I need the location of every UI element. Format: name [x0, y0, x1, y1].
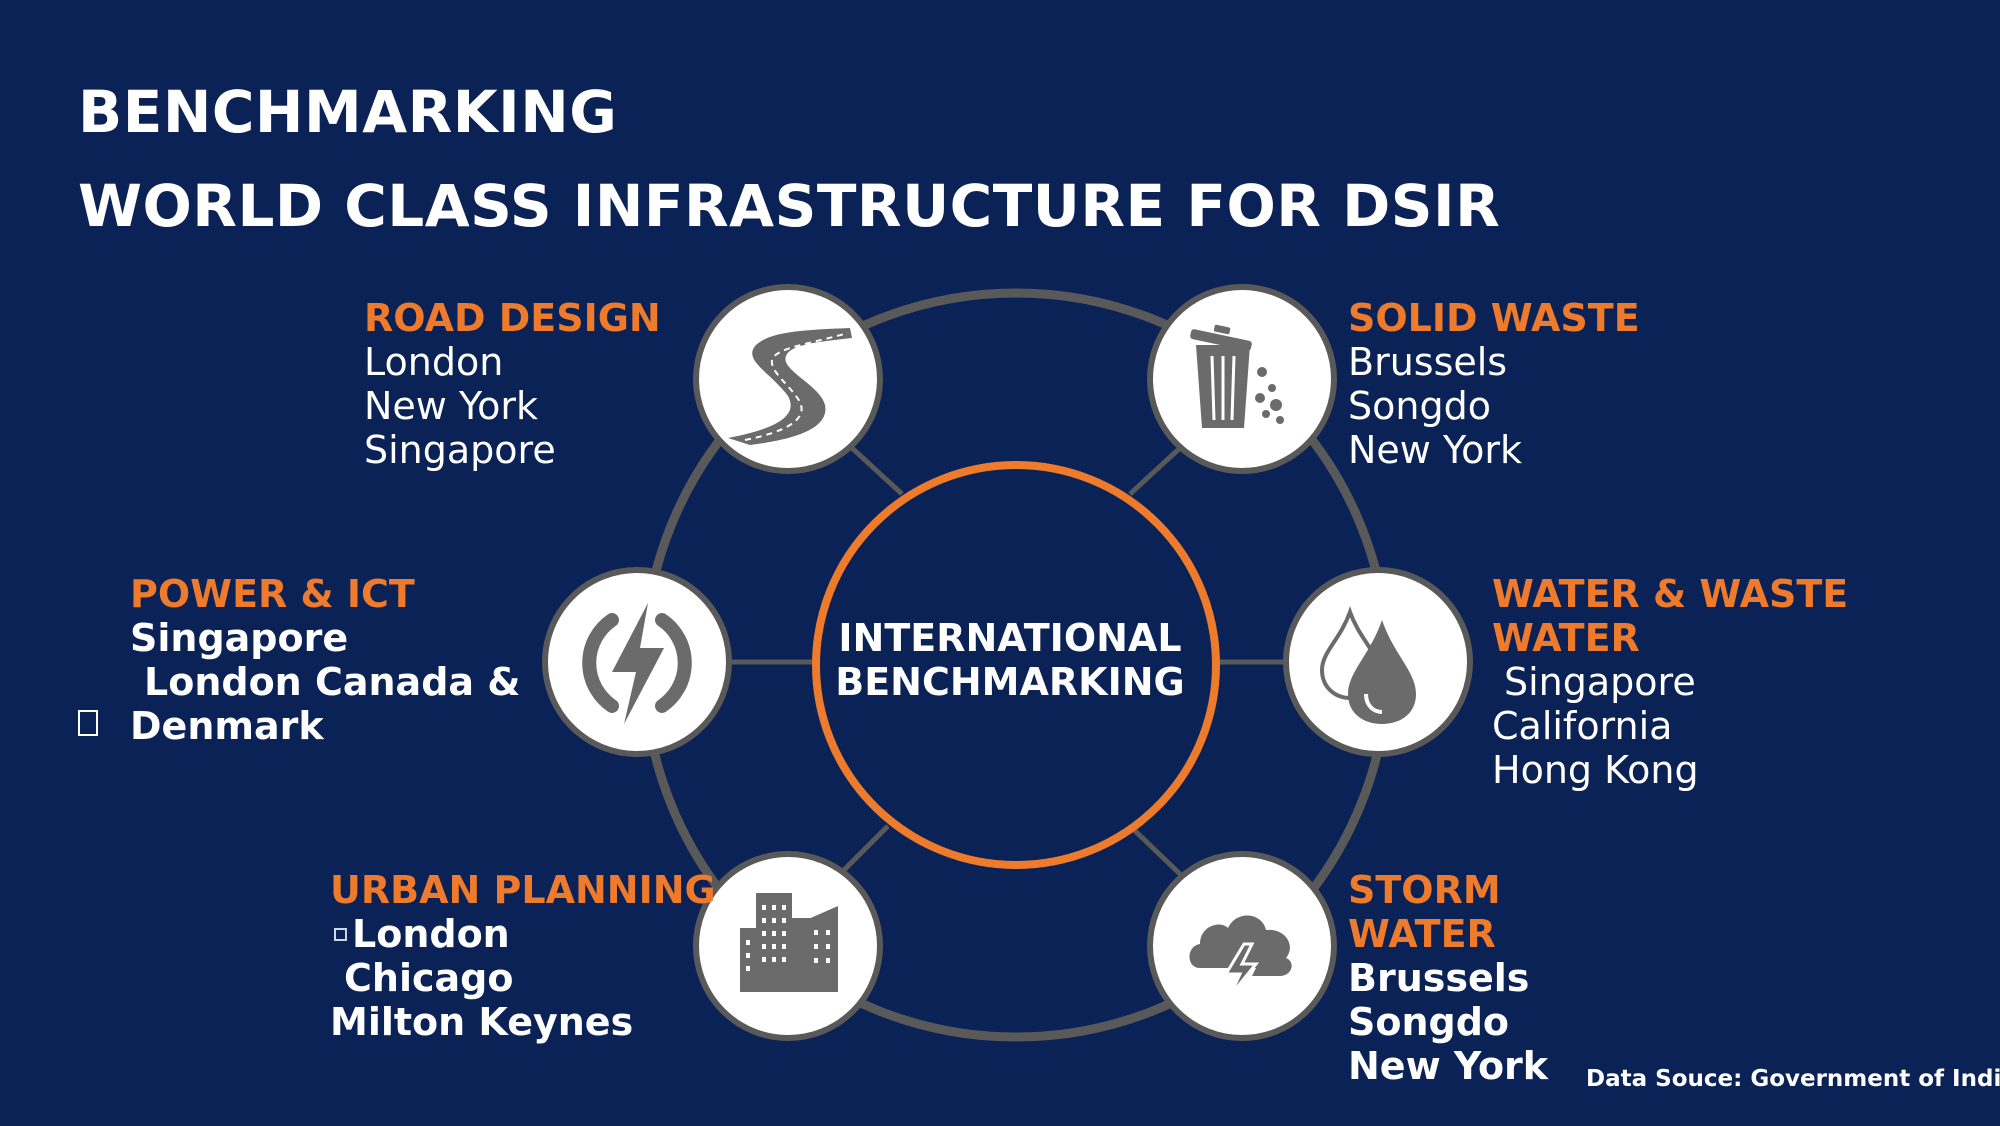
road-design-city: New York [364, 384, 539, 428]
page-title-line-1: BENCHMARKING [78, 78, 618, 146]
bullet-box-icon [78, 710, 98, 736]
solid-waste-city: Songdo [1348, 384, 1491, 428]
road-design-city: Singapore [364, 428, 556, 472]
solid-waste-node [1147, 284, 1337, 474]
water-city: Singapore [1504, 660, 1696, 704]
storm-water-city: Brussels [1348, 956, 1530, 1000]
urban-planning-text: URBAN PLANNING London Chicago Milton Key… [330, 868, 716, 1044]
data-source-note: Data Souce: Government of India [1586, 1066, 2000, 1092]
power-ict-node [542, 567, 732, 757]
road-design-node [693, 284, 883, 474]
solid-waste-heading: SOLID WASTE [1348, 296, 1640, 340]
solid-waste-text: SOLID WASTE Brussels Songdo New York [1348, 296, 1640, 472]
power-ict-city: Singapore [130, 616, 349, 660]
page-title-line-2: WORLD CLASS INFRASTRUCTURE FOR DSIR [78, 172, 1501, 240]
storm-water-heading: STORM [1348, 868, 1501, 912]
water-heading: WATER & WASTE [1492, 572, 1849, 616]
center-label-line-1: INTERNATIONAL [838, 616, 1182, 660]
storm-water-heading: WATER [1348, 912, 1496, 956]
road-design-heading: ROAD DESIGN [364, 296, 661, 340]
urban-planning-node [693, 851, 883, 1041]
road-design-city: London [364, 340, 504, 384]
road-icon [728, 328, 852, 445]
center-label-line-2: BENCHMARKING [835, 660, 1185, 704]
center-circle [812, 461, 1220, 869]
storm-water-text: STORM WATER Brussels Songdo New York [1348, 868, 1548, 1088]
urban-planning-city: Milton Keynes [330, 1000, 634, 1044]
water-text: WATER & WASTE WATER Singapore California… [1492, 572, 1848, 792]
buildings-icon [740, 893, 838, 992]
solid-waste-city: New York [1348, 428, 1523, 472]
solid-waste-city: Brussels [1348, 340, 1508, 384]
water-node [1283, 567, 1473, 757]
small-bullet-icon [334, 928, 347, 941]
storm-water-city: Songdo [1348, 1000, 1510, 1044]
center-label: INTERNATIONAL BENCHMARKING [810, 616, 1210, 704]
power-lightning-icon [582, 603, 692, 724]
water-drops-icon [1319, 606, 1416, 724]
storm-cloud-icon [1189, 915, 1292, 997]
road-design-text: ROAD DESIGN London New York Singapore [364, 296, 661, 472]
power-ict-heading: POWER & ICT [130, 572, 415, 616]
power-ict-text: POWER & ICT Singapore London Canada & De… [130, 572, 520, 748]
urban-planning-heading: URBAN PLANNING [330, 868, 716, 912]
water-city: California [1492, 704, 1673, 748]
water-heading: WATER [1492, 616, 1640, 660]
water-city: Hong Kong [1492, 748, 1699, 792]
storm-water-node [1147, 851, 1337, 1041]
urban-planning-city: London [352, 912, 510, 956]
power-ict-city: Denmark [130, 704, 324, 748]
trash-can-icon [1190, 324, 1284, 428]
connector-spokes [728, 446, 1284, 876]
power-ict-city: London Canada & [144, 660, 521, 704]
storm-water-city: New York [1348, 1044, 1549, 1088]
urban-planning-city: Chicago [344, 956, 514, 1000]
